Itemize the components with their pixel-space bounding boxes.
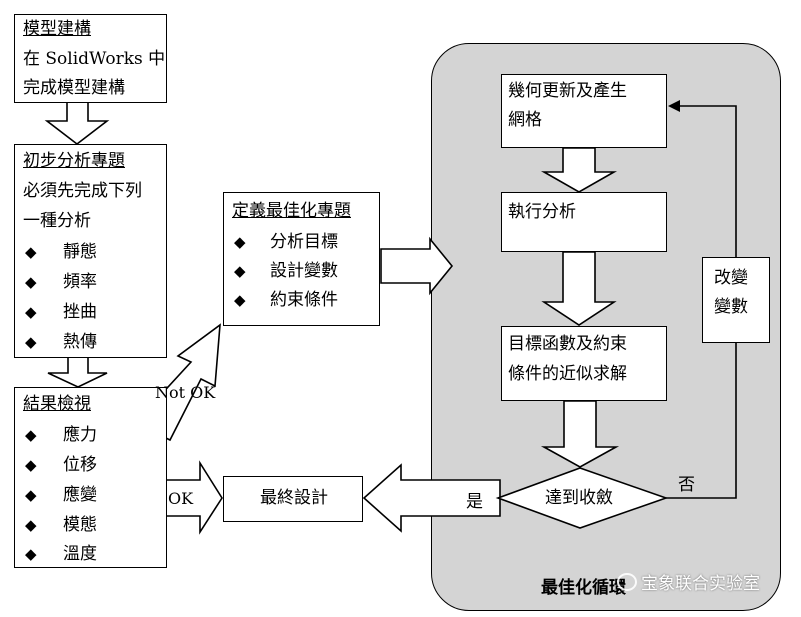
arrow-yes	[362, 463, 501, 533]
chat-bubble-icon	[617, 572, 637, 591]
result-item-strain: 應變	[63, 485, 97, 505]
analysis-box-title: 初步分析專題	[23, 151, 125, 171]
converge-diamond	[495, 467, 669, 529]
bullet-icon: ◆	[234, 233, 246, 251]
bullet-icon: ◆	[25, 516, 37, 534]
feedback-arrowhead	[668, 100, 680, 112]
optimize-item-design-variables: 設計變數	[270, 261, 338, 281]
bullet-icon: ◆	[25, 273, 37, 291]
analysis-item-thermal: 熱傳	[63, 332, 97, 352]
model-box-title: 模型建構	[23, 19, 91, 39]
result-item-mode: 模態	[63, 515, 97, 535]
model-box: 模型建構 在 SolidWorks 中 完成模型建構	[14, 14, 167, 103]
approx-box: 目標函數及約束 條件的近似求解	[501, 326, 667, 401]
ok-label: OK	[168, 489, 194, 508]
no-label: 否	[678, 475, 695, 495]
bullet-icon: ◆	[234, 291, 246, 309]
mesh-line-1: 幾何更新及產生	[508, 81, 627, 101]
optimize-item-constraints: 約束條件	[270, 290, 338, 310]
analysis-box: 初步分析專題 必須先完成下列 一種分析 ◆ 靜態 ◆ 頻率 ◆ 挫曲 ◆ 熱傳	[14, 144, 167, 358]
analysis-box-line-1: 必須先完成下列	[23, 181, 142, 201]
change-variables-box: 改變 變數	[702, 257, 770, 343]
approx-line-2: 條件的近似求解	[508, 364, 627, 384]
run-analysis-box: 執行分析	[501, 192, 667, 252]
optimize-box: 定義最佳化專題 ◆ 分析目標 ◆ 設計變數 ◆ 約束條件	[223, 192, 380, 326]
mesh-line-2: 網格	[508, 110, 542, 130]
result-item-stress: 應力	[63, 425, 97, 445]
model-box-line-2: 完成模型建構	[23, 78, 125, 98]
change-line-2: 變數	[714, 297, 748, 317]
bullet-icon: ◆	[234, 262, 246, 280]
arrow-down-approx-to-converge	[540, 400, 620, 468]
analysis-box-line-2: 一種分析	[23, 211, 91, 231]
optimize-box-title: 定義最佳化專題	[232, 201, 351, 221]
arrow-right-to-loop	[380, 236, 454, 296]
mesh-box: 幾何更新及產生 網格	[501, 74, 667, 148]
arrow-down-analysis-to-result	[47, 356, 108, 388]
optimize-item-objective: 分析目標	[270, 232, 338, 252]
final-design-label: 最終設計	[260, 488, 328, 508]
arrow-down-mesh-to-run	[540, 147, 618, 193]
bullet-icon: ◆	[25, 486, 37, 504]
result-box-title: 結果檢視	[23, 394, 91, 414]
converge-label: 達到收斂	[545, 488, 613, 508]
analysis-item-buckling: 挫曲	[63, 302, 97, 322]
arrow-down-run-to-approx	[541, 251, 617, 326]
watermark-text: 宝象联合实验室	[641, 574, 760, 594]
yes-label: 是	[466, 492, 483, 512]
bullet-icon: ◆	[25, 426, 37, 444]
change-line-1: 改變	[714, 268, 748, 288]
approx-line-1: 目標函數及約束	[508, 334, 627, 354]
bullet-icon: ◆	[25, 243, 37, 261]
bullet-icon: ◆	[25, 456, 37, 474]
model-box-line-1: 在 SolidWorks 中	[23, 49, 166, 69]
arrow-down-model-to-analysis	[44, 101, 110, 146]
loop-title: 最佳化循環	[541, 578, 626, 598]
analysis-item-frequency: 頻率	[63, 272, 97, 292]
run-analysis-label: 執行分析	[508, 202, 576, 222]
bullet-icon: ◆	[25, 303, 37, 321]
bullet-icon: ◆	[25, 333, 37, 351]
result-box: 結果檢視 ◆ 應力 ◆ 位移 ◆ 應變 ◆ 模態 ◆ 溫度	[14, 387, 167, 568]
final-design-box: 最終設計	[223, 476, 363, 522]
feedback-line-top	[676, 105, 737, 257]
result-item-displacement: 位移	[63, 455, 97, 475]
analysis-item-static: 靜態	[63, 242, 97, 262]
not-ok-label: Not OK	[155, 383, 216, 402]
result-item-temperature: 溫度	[63, 544, 97, 564]
bullet-icon: ◆	[25, 545, 37, 563]
watermark: 宝象联合实验室	[617, 569, 760, 594]
feedback-line	[666, 343, 737, 499]
